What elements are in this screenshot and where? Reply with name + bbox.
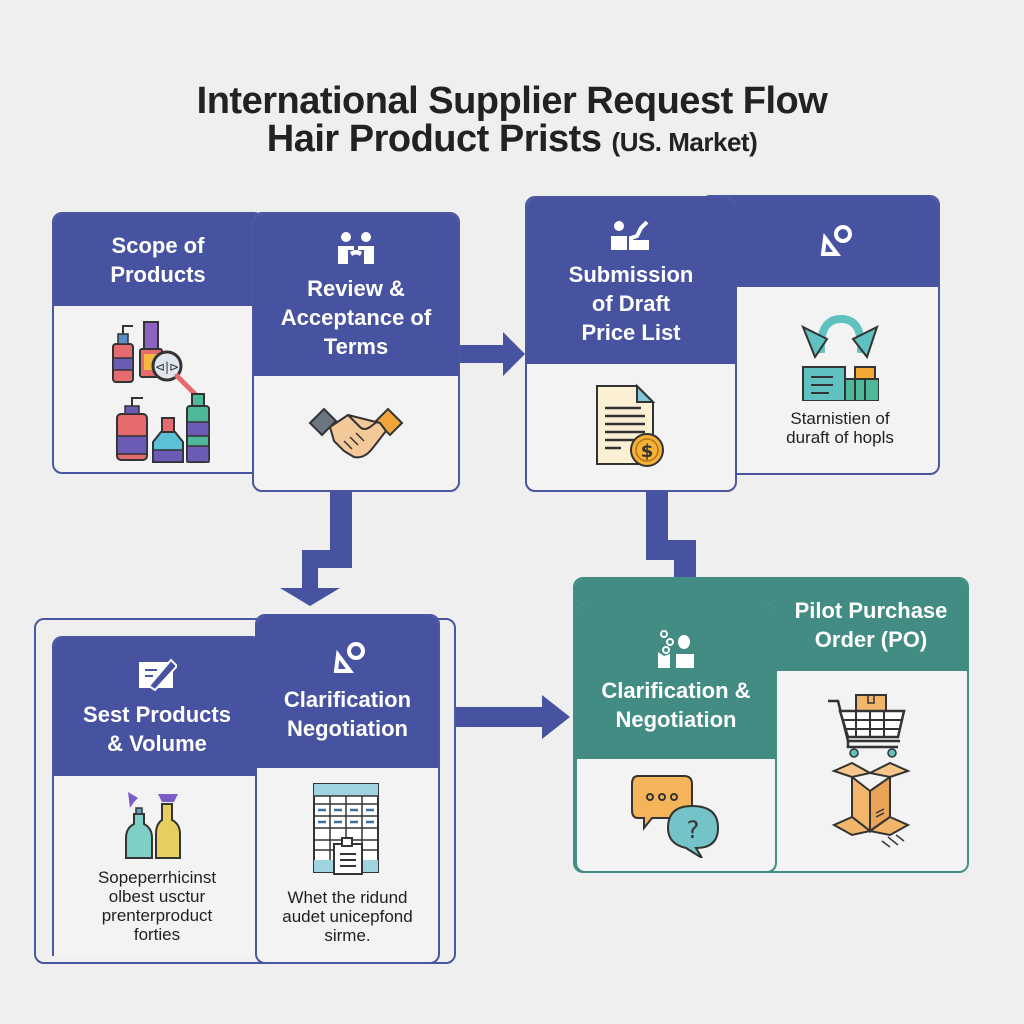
- step-header: Review & Acceptance of Terms: [254, 214, 458, 376]
- arrow-review-to-submission: [455, 332, 525, 376]
- spreadsheet-document-icon: [312, 783, 379, 875]
- description-line: duraft of hopls: [786, 428, 894, 447]
- step-title-line: Products: [110, 262, 206, 287]
- step-title-line: Clarification &: [601, 678, 751, 703]
- step-card-submission-draft-price-list[interactable]: Submission of Draft Price List $: [525, 196, 737, 492]
- diagram-title: International Supplier Request Flow: [196, 80, 828, 122]
- description-line: Starnistien of: [790, 409, 890, 428]
- step-description: Whet the ridund audet unicepfond sirme.: [282, 888, 412, 945]
- step-title-line: & Volume: [107, 731, 207, 756]
- chat-question-bubbles-icon: ?: [631, 775, 720, 858]
- people-agreement-icon: [338, 231, 374, 264]
- edit-form-icon: [139, 658, 177, 692]
- step-header: Pilot Purchase Order (PO): [775, 579, 967, 671]
- handshake-icon: [308, 407, 404, 459]
- description-line: olbest usctur: [108, 887, 206, 906]
- step-title-line: Submission: [568, 261, 694, 287]
- step-header: Scope of Products: [54, 214, 262, 306]
- subtitle-main: Hair Product Prists: [266, 118, 602, 160]
- step-card-sest-products-volume[interactable]: Sest Products & Volume Sopeperrhicinst o…: [52, 636, 262, 956]
- svg-text:$: $: [641, 441, 654, 462]
- step-title-line: Negotiation: [615, 707, 737, 732]
- description-line: Whet the ridund: [287, 888, 408, 907]
- arrow-review-to-sest: [280, 488, 352, 606]
- step-card-draft-hopls[interactable]: Starnistien of duraft of hopls: [700, 195, 940, 475]
- shapes-icon: [333, 642, 365, 673]
- hair-product-bottles-magnifier-icon: ⊲|⊳: [112, 321, 210, 463]
- subtitle-market: (US. Market): [611, 127, 758, 157]
- step-title-line: Negotiation: [287, 716, 408, 741]
- discussion-person-icon: [658, 630, 694, 668]
- step-card-review-acceptance[interactable]: Review & Acceptance of Terms: [252, 212, 460, 492]
- svg-text:?: ?: [687, 816, 700, 844]
- description-line: Sopeperrhicinst: [97, 868, 217, 887]
- step-header: Sest Products & Volume: [54, 638, 260, 776]
- svg-text:⊲|⊳: ⊲|⊳: [155, 360, 179, 374]
- step-title-line: Price List: [581, 319, 681, 345]
- spray-bottles-icon: [125, 792, 181, 859]
- step-title-line: Terms: [323, 333, 389, 359]
- step-header: [702, 197, 938, 287]
- exchange-arrows-icon: [801, 314, 879, 401]
- step-title-line: of Draft: [591, 290, 671, 316]
- arrow-submission-to-pilot: [646, 488, 696, 583]
- step-header: Submission of Draft Price List: [527, 198, 735, 364]
- description-line: audet unicepfond: [282, 907, 413, 926]
- price-document-icon: $: [596, 383, 664, 467]
- shapes-icon: [820, 225, 852, 256]
- step-title-line: Pilot Purchase: [794, 598, 948, 623]
- step-title-line: Sest Products: [83, 702, 231, 727]
- cart-box-icon: [828, 694, 911, 848]
- bottom-left-group-frame: [34, 618, 456, 964]
- presenter-icon: [611, 220, 649, 250]
- step-title-line: Review &: [307, 275, 405, 301]
- diagram-subtitle: Hair Product Prists (US. Market): [0, 118, 1024, 161]
- step-description: Sopeperrhicinst olbest usctur prenterpro…: [98, 868, 216, 944]
- description-line: forties: [133, 925, 181, 944]
- step-card-clarification-and-negotiation[interactable]: Clarification & Negotiation ?: [575, 601, 777, 873]
- step-card-scope-of-products[interactable]: Scope of Products ⊲|⊳: [52, 212, 264, 474]
- step-header: Clarification & Negotiation: [577, 603, 775, 759]
- step-description: Starnistien of duraft of hopls: [786, 409, 894, 447]
- step-title-line: Scope of: [111, 233, 205, 258]
- description-line: sirme.: [324, 926, 371, 945]
- step-header: Clarification Negotiation: [257, 616, 438, 768]
- step-title-line: Acceptance of: [280, 304, 432, 330]
- step-title-line: Clarification: [283, 687, 412, 712]
- arrow-clarification-to-teal: [456, 695, 570, 739]
- step-title-line: Order (PO): [814, 627, 928, 652]
- step-card-clarification-negotiation[interactable]: Clarification Negotiation Whet the ridun…: [255, 614, 440, 964]
- description-line: prenterproduct: [101, 906, 213, 925]
